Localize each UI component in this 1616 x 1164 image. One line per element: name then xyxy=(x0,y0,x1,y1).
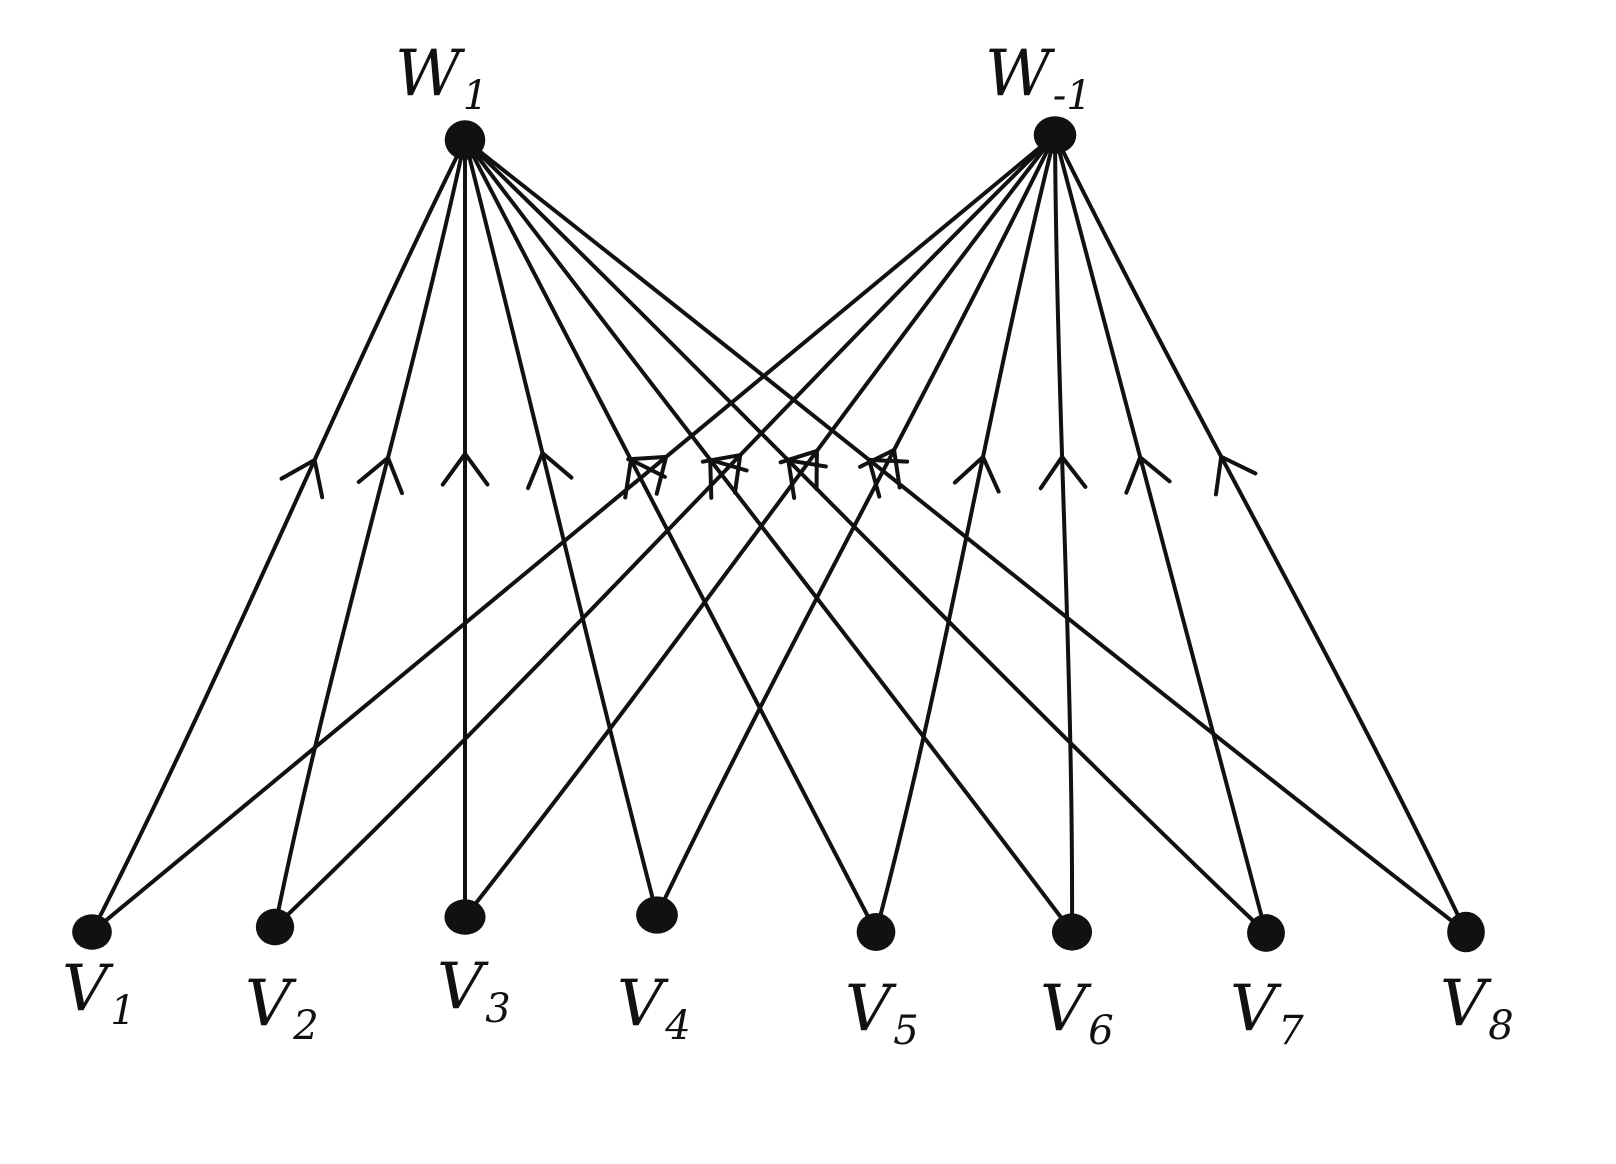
label-v2-subscript: 2 xyxy=(292,1003,318,1049)
edge-v3-to-w1 xyxy=(462,138,468,919)
edge-v5-to-wm1 xyxy=(874,133,1057,934)
node-v7 xyxy=(1247,914,1285,952)
label-v2: V2 xyxy=(245,967,319,1049)
node-v3 xyxy=(444,899,486,935)
label-w1: W1 xyxy=(395,37,488,119)
edge-v6-to-wm1 xyxy=(1053,133,1075,934)
edge-v2-to-wm1 xyxy=(273,133,1057,929)
node-v5 xyxy=(856,913,896,951)
edges-layer xyxy=(90,133,1468,935)
label-v5-subscript: 5 xyxy=(893,1008,918,1054)
label-v4-base: V xyxy=(617,967,669,1041)
node-v8 xyxy=(1447,911,1485,953)
nodes-layer xyxy=(72,116,1485,953)
label-v8-subscript: 8 xyxy=(1488,1003,1513,1049)
label-v3-subscript: 3 xyxy=(485,986,510,1032)
node-w1 xyxy=(444,120,486,160)
label-v7-subscript: 7 xyxy=(1278,1008,1304,1054)
edge-v7-to-wm1 xyxy=(1053,133,1268,935)
label-v7: V7 xyxy=(1230,972,1304,1054)
label-v8: V8 xyxy=(1440,967,1514,1049)
label-v7-base: V xyxy=(1230,972,1282,1046)
edge-v4-to-wm1 xyxy=(655,133,1057,917)
arrowheads-layer xyxy=(279,447,1258,500)
node-v6 xyxy=(1051,913,1093,951)
node-v4 xyxy=(636,896,678,934)
label-v1-subscript: 1 xyxy=(110,988,135,1034)
node-v2 xyxy=(255,908,295,946)
label-w1-base: W xyxy=(395,37,466,111)
label-v1-base: V xyxy=(62,952,114,1026)
label-v8-base: V xyxy=(1440,967,1492,1041)
label-v1: V1 xyxy=(62,952,136,1034)
edge-v1-to-w1 xyxy=(90,138,467,934)
label-v3: V3 xyxy=(437,950,511,1032)
arrowhead-v5-to-wm1 xyxy=(952,454,1001,494)
arrowhead-v1-to-wm1 xyxy=(626,454,669,496)
arrowhead-v2-to-wm1 xyxy=(700,453,743,495)
node-v1 xyxy=(72,914,112,950)
label-w1-subscript: 1 xyxy=(463,73,488,119)
label-v6: V6 xyxy=(1040,972,1114,1054)
arrowhead-v8-to-wm1 xyxy=(1213,454,1258,497)
label-v4: V4 xyxy=(617,967,691,1049)
edge-v8-to-wm1 xyxy=(1053,133,1468,934)
edge-v4-to-w1 xyxy=(463,138,659,917)
arrowhead-v6-to-wm1 xyxy=(1038,454,1088,491)
edge-v8-to-w1 xyxy=(463,138,1468,934)
label-v3-base: V xyxy=(437,950,489,1024)
label-v5-base: V xyxy=(845,972,897,1046)
edge-v5-to-w1 xyxy=(463,138,878,934)
edge-v2-to-w1 xyxy=(273,138,467,929)
edge-v3-to-wm1 xyxy=(463,133,1057,919)
label-wm1-base: W xyxy=(985,37,1056,111)
label-v5: V5 xyxy=(845,972,919,1054)
label-v6-base: V xyxy=(1040,972,1092,1046)
arrowhead-v3-to-wm1 xyxy=(778,448,819,491)
label-wm1-subscript: -1 xyxy=(1053,73,1092,119)
edge-v7-to-w1 xyxy=(463,138,1268,935)
edge-v6-to-w1 xyxy=(463,138,1074,934)
label-v6-subscript: 6 xyxy=(1088,1008,1113,1054)
arrowhead-v2-to-w1 xyxy=(356,455,404,496)
arrowhead-v4-to-wm1 xyxy=(858,447,902,490)
label-v2-base: V xyxy=(245,967,297,1041)
label-v4-subscript: 4 xyxy=(664,1003,690,1049)
arrowhead-v7-to-wm1 xyxy=(1124,455,1172,495)
arrowhead-v4-to-w1 xyxy=(526,450,574,491)
arrowhead-v1-to-w1 xyxy=(279,457,325,500)
edge-v1-to-wm1 xyxy=(90,133,1057,934)
arrowhead-v3-to-w1 xyxy=(440,451,490,487)
label-wm1: W-1 xyxy=(985,37,1092,119)
node-wm1 xyxy=(1033,116,1077,154)
